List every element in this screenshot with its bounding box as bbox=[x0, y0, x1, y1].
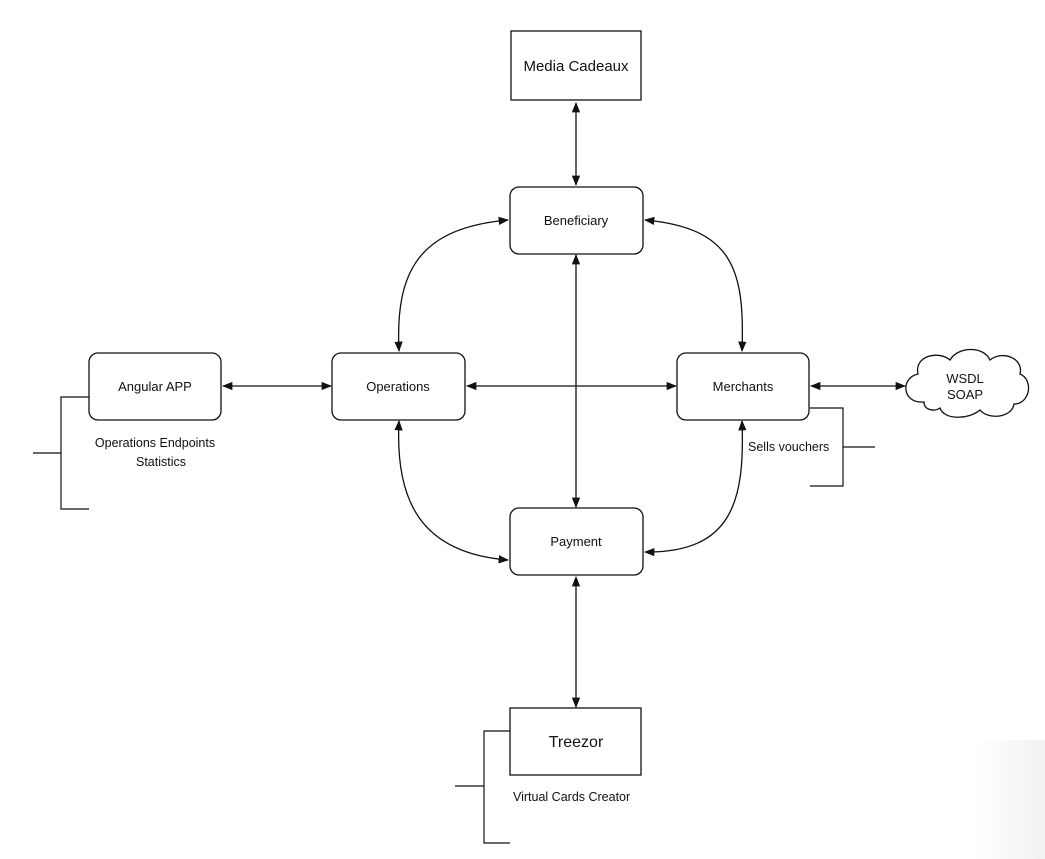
merchants-node bbox=[676, 352, 810, 421]
treezor-node bbox=[509, 707, 642, 776]
wsdl-label-line-1: WSDL bbox=[946, 371, 984, 386]
media-cadeaux-label: Media Cadeaux bbox=[523, 58, 629, 75]
merchants-label: Merchants bbox=[713, 379, 774, 394]
beneficiary-label: Beneficiary bbox=[544, 213, 609, 228]
media-cadeaux-node bbox=[510, 30, 642, 101]
angular-annotation-line-1: Operations Endpoints bbox=[95, 436, 215, 450]
edge-merchants-payment bbox=[643, 419, 747, 557]
wsdl-label-line-2: SOAP bbox=[947, 387, 983, 402]
operations-node bbox=[331, 352, 466, 421]
beneficiary-node bbox=[509, 186, 644, 255]
operations-label: Operations bbox=[366, 379, 430, 394]
treezor-annotation: Virtual Cards Creator bbox=[513, 790, 630, 804]
angular-app-label: Angular APP bbox=[118, 379, 192, 394]
treezor-label: Treezor bbox=[549, 734, 604, 751]
wsdl-cloud-node bbox=[905, 348, 1030, 418]
corner-shadow bbox=[975, 740, 1045, 859]
edge-beneficiary-merchants bbox=[643, 216, 747, 353]
treezor-annotation-bracket bbox=[455, 730, 510, 844]
edge-operations-payment bbox=[394, 419, 510, 564]
angular-annotation-bracket bbox=[33, 396, 89, 510]
angular-annotation-line-2: Statistics bbox=[136, 455, 186, 469]
edge-beneficiary-operations bbox=[394, 216, 510, 353]
merchants-annotation: Sells vouchers bbox=[748, 440, 829, 454]
payment-node bbox=[509, 507, 644, 576]
angular-app-node bbox=[88, 352, 222, 421]
payment-label: Payment bbox=[550, 534, 602, 549]
merchants-annotation-bracket bbox=[810, 407, 875, 487]
